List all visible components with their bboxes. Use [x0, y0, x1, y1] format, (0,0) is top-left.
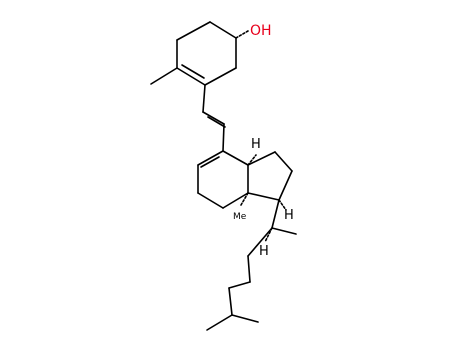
bond [207, 116, 226, 128]
bond [150, 67, 178, 85]
bond [181, 64, 205, 79]
bond [271, 199, 280, 229]
bond [197, 192, 224, 209]
stereo-bond [247, 154, 257, 166]
bond [222, 192, 249, 209]
bond [274, 151, 293, 172]
bond [202, 84, 206, 113]
bond [209, 21, 237, 39]
ring-d-h-label: H [284, 208, 294, 223]
bond [228, 287, 233, 316]
stereo-bond [240, 192, 249, 206]
bond [247, 227, 273, 257]
ring-junction-h-label: H [251, 137, 261, 152]
side-chain-h-label: H [259, 244, 269, 259]
bond-lines [150, 21, 297, 331]
stereo-bond [235, 30, 249, 39]
bond [247, 255, 251, 283]
bond [222, 123, 225, 152]
bond [231, 314, 259, 323]
bond [204, 67, 237, 86]
bond [222, 150, 249, 166]
bond [206, 314, 233, 331]
bond [278, 170, 293, 201]
bond [247, 151, 276, 166]
bond [200, 156, 220, 168]
bond [176, 67, 206, 86]
bond [228, 281, 251, 289]
stereo-bond [278, 199, 287, 211]
hydroxyl-label: OH [250, 23, 272, 39]
bond [247, 192, 280, 201]
bond [202, 111, 225, 125]
methyl-label: Me [233, 212, 247, 222]
bond [176, 21, 211, 41]
stereo-bond [264, 227, 273, 243]
bond [271, 227, 297, 235]
bond [197, 150, 224, 166]
